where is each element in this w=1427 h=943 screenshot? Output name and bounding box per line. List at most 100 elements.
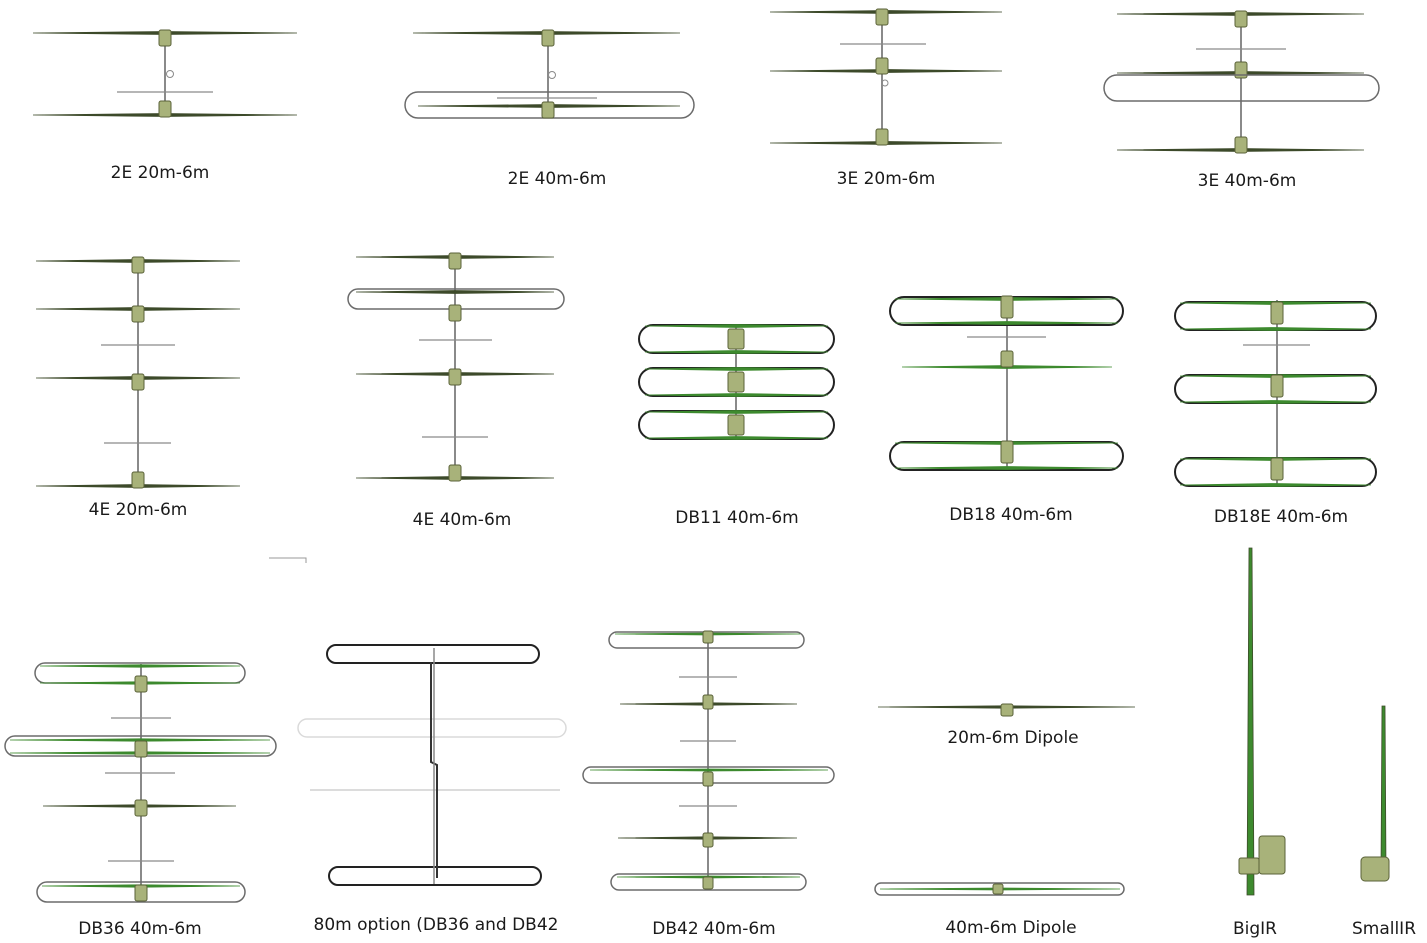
element-hub — [134, 740, 148, 758]
element-hub — [448, 304, 462, 322]
label-db11: DB11 40m-6m — [675, 508, 799, 528]
element-line — [355, 290, 555, 294]
element-hub — [131, 256, 145, 274]
element-hub — [1000, 440, 1014, 464]
element-line — [644, 367, 829, 371]
antenna-2e-40m — [404, 29, 695, 119]
element-hub — [134, 799, 148, 817]
antenna-3e-20m — [769, 8, 1003, 146]
element-hub — [158, 29, 172, 47]
element-hub — [131, 305, 145, 323]
antenna-4e-20m — [35, 256, 241, 489]
label-db18e: DB18E 40m-6m — [1214, 507, 1348, 527]
label-smallir: SmallIR — [1352, 919, 1416, 939]
label-3e-40m: 3E 40m-6m — [1198, 171, 1297, 191]
antenna-db18 — [889, 295, 1124, 471]
antenna-db36 — [4, 662, 277, 903]
antenna-smallir — [1360, 705, 1390, 882]
element-hub — [1270, 374, 1284, 398]
element-hub — [448, 464, 462, 482]
element-hub — [702, 832, 714, 848]
element-hub — [1000, 295, 1014, 319]
element-hub — [1000, 703, 1014, 717]
label-db18: DB18 40m-6m — [949, 505, 1073, 525]
label-dipole-40m: 40m-6m Dipole — [945, 918, 1076, 938]
antenna-db18e — [1174, 300, 1377, 487]
element-line — [644, 350, 829, 354]
element-hub — [1000, 350, 1014, 368]
element-loop — [328, 866, 542, 886]
antenna-bigir — [1238, 547, 1286, 896]
element-line — [589, 768, 829, 772]
element-line — [894, 321, 1119, 325]
feed-point — [166, 70, 174, 78]
element-line — [9, 738, 271, 742]
antenna-2e-20m — [32, 29, 298, 118]
element-line — [644, 410, 829, 414]
label-2e-40m: 2E 40m-6m — [508, 169, 607, 189]
element-hub — [702, 876, 714, 890]
element-hub — [541, 101, 555, 119]
element-hub — [727, 328, 745, 350]
label-4e-20m: 4E 20m-6m — [89, 500, 188, 520]
label-4e-40m: 4E 40m-6m — [413, 510, 512, 530]
element-line — [1179, 483, 1372, 487]
label-dipole-20m: 20m-6m Dipole — [947, 728, 1078, 748]
element-hub — [702, 694, 714, 710]
element-loop — [1103, 74, 1380, 102]
label-3e-20m: 3E 20m-6m — [837, 169, 936, 189]
antenna-labels: 2E 20m-6m 2E 40m-6m 3E 20m-6m 3E 40m-6m … — [78, 163, 1416, 939]
antenna-db42 — [582, 630, 835, 891]
antenna-80m-option — [297, 644, 567, 886]
element-loop — [610, 873, 807, 891]
element-loop — [36, 881, 246, 903]
element-hub — [992, 883, 1004, 895]
element-hub — [702, 771, 714, 787]
element-line — [1179, 400, 1372, 404]
element-hub — [727, 414, 745, 436]
element-line — [644, 393, 829, 397]
antenna-db11 — [638, 324, 835, 440]
element-hub — [448, 368, 462, 386]
label-db42: DB42 40m-6m — [652, 919, 776, 939]
controller-box — [1258, 835, 1286, 875]
element-hub — [1234, 10, 1248, 28]
antenna-drawings — [4, 8, 1390, 903]
label-80m-option: 80m option (DB36 and DB42 — [314, 915, 559, 935]
element-line — [894, 466, 1119, 470]
element-hub — [727, 371, 745, 393]
element-hub — [1234, 61, 1248, 79]
base-mount — [1238, 857, 1260, 875]
feed-point — [548, 71, 556, 79]
element-hub — [541, 29, 555, 47]
element-hub — [1270, 301, 1284, 325]
antenna-dipole-20m — [877, 703, 1136, 717]
vertical-radiator — [1246, 547, 1255, 896]
element-loop — [874, 882, 1125, 896]
element-hub — [875, 57, 889, 75]
element-hub — [875, 8, 889, 26]
element-hub — [875, 128, 889, 146]
element-hub — [131, 471, 145, 489]
element-hub — [702, 630, 714, 644]
divider-mark — [269, 557, 307, 563]
element-hub — [1270, 457, 1284, 481]
element-hub — [158, 100, 172, 118]
antenna-3e-40m — [1103, 10, 1380, 154]
label-bigir: BigIR — [1233, 919, 1277, 939]
feed-point — [881, 79, 889, 87]
element-hub — [448, 252, 462, 270]
label-db36: DB36 40m-6m — [78, 919, 202, 939]
element-line — [1179, 327, 1372, 331]
element-hub — [134, 675, 148, 693]
element-line — [39, 664, 241, 668]
label-2e-20m: 2E 20m-6m — [111, 163, 210, 183]
element-hub — [1234, 136, 1248, 154]
element-hub — [131, 373, 145, 391]
antenna-4e-40m — [347, 252, 565, 482]
element-hub — [134, 884, 148, 902]
controller-box — [1360, 856, 1390, 882]
element-line — [644, 436, 829, 440]
element-loop — [326, 644, 540, 664]
